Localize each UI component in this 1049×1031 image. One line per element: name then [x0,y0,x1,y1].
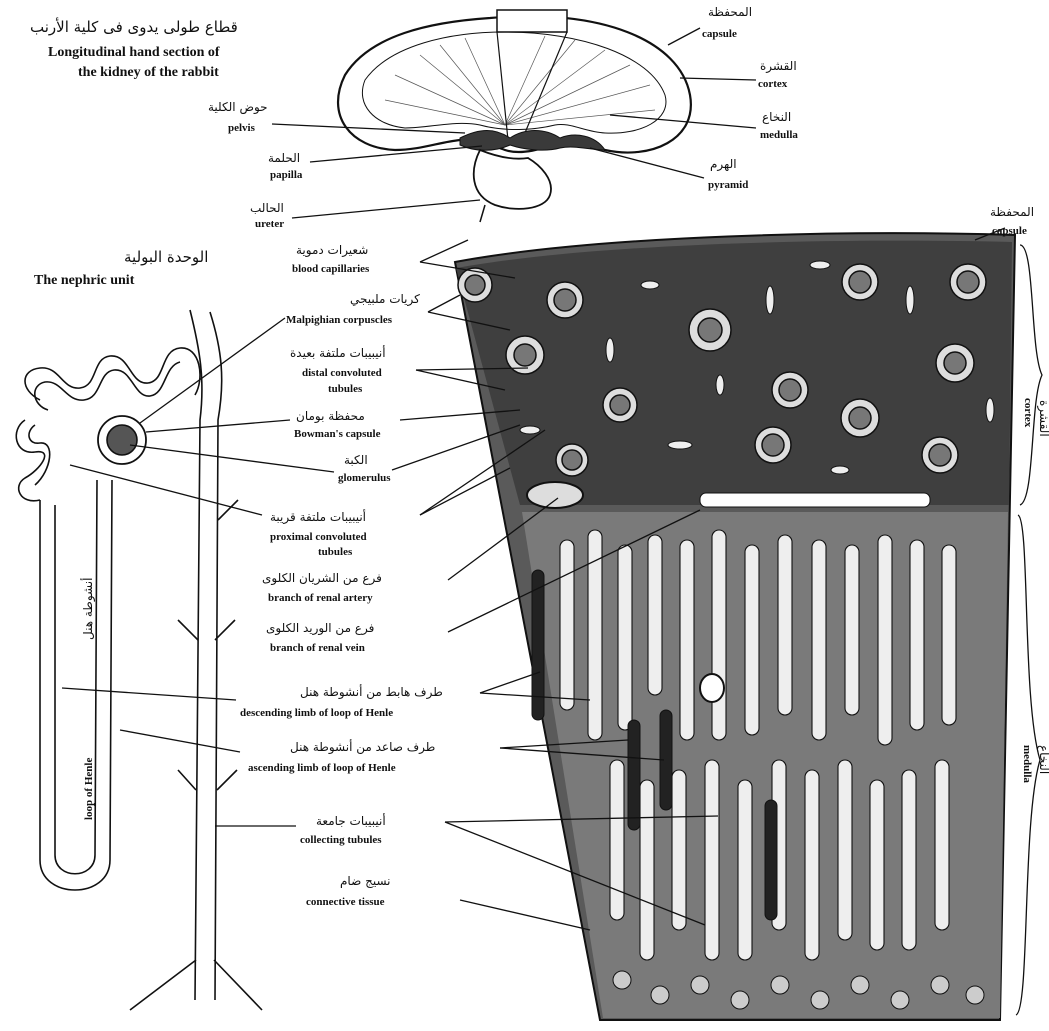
tissue-capsule-label-ar: المحفظة [990,205,1034,219]
bowmans-en: Bowman's capsule [294,428,381,440]
collecting-duct-branch-4 [178,770,196,790]
renal-vein-en: branch of renal vein [270,642,365,654]
connective-en: connective tissue [306,896,385,908]
medulla-label-en: medulla [760,129,798,141]
malpighian-en: Malpighian corpuscles [286,314,393,326]
distal-en: distal convoluted [302,367,382,379]
loop-label-en: loop of Henle [83,758,95,820]
glomerulus-shape [107,425,137,455]
cortex-bracket [1020,245,1042,505]
proximal-leader-left [70,465,262,515]
distal-ar: أنيبيبات ملتفة بعيدة [290,345,386,360]
collecting-duct-branch-2 [215,620,235,640]
distal-convoluted-coils [16,420,44,501]
kidney-title-en-2: the kidney of the rabbit [78,65,219,80]
collecting-duct-fork-left [130,960,196,1010]
papilla-label-en: papilla [270,169,303,181]
malpighian-ar: كريات ملبيجي [350,292,420,307]
collecting-duct-branch-1 [218,500,238,520]
side-medulla-label-ar: النخاع [1037,745,1049,774]
blood-capillaries-en: blood capillaries [292,263,370,275]
ureter-label-en: ureter [255,218,284,230]
proximal-en: proximal convoluted [270,531,367,543]
kidney-section-drawing [338,10,691,222]
collecting-duct-right [210,312,222,1000]
medulla-leader [610,115,756,128]
malpighian-leader-1 [428,295,460,312]
nephron-drawing [16,310,262,1010]
corticomedullary-band [700,493,930,507]
proximal-ar: أنيبيبات ملتفة قريبة [270,509,366,525]
ureter-tube [480,205,485,222]
descending-en: descending limb of loop of Henle [240,707,393,719]
glomerulus-en: glomerulus [338,472,391,484]
side-cortex-label-ar: القشرة [1036,400,1049,437]
distal-convoluted-coils-inner [29,425,50,485]
blood-capillaries-leader-2 [420,240,468,262]
proximal-convoluted-coils [25,348,200,400]
pelvis-label-en: pelvis [228,122,256,134]
descending-leader-left [62,688,236,700]
collecting-duct-left [190,310,202,1000]
pyramid-leader [590,148,704,178]
cortex-label-en: cortex [758,78,788,90]
capsule-leader [668,28,700,45]
glomerulus-leader-left [130,445,334,472]
medulla-label-ar: النخاع [762,110,791,124]
proximal-convoluted-coils-inner [35,362,180,410]
bowmans-ar: محفظة بومان [296,409,365,424]
nephric-title-ar: الوحدة البولية [124,248,208,266]
ureter-body [474,150,551,209]
kidney-outline [338,16,691,152]
connective-leader [460,900,590,930]
connective-ar: نسيج ضام [340,874,391,888]
nephric-title-en: The nephric unit [34,273,135,288]
ascending-en: ascending limb of loop of Henle [248,762,396,774]
renal-pelvis [460,131,605,151]
collecting-ar: أنيبيبات جامعة [316,813,386,828]
renal-vessel-ring [527,482,583,508]
loop-label-ar: أنشوطة هنل [80,578,96,640]
collecting-duct-branch-5 [217,770,237,790]
papilla-leader [310,146,482,162]
pyramid-label-en: pyramid [708,179,748,191]
side-cortex-label-en: cortex [1022,398,1034,428]
descending-leader-1 [480,672,540,693]
cut-window [497,10,567,32]
kidney-title-ar: قطاع طولى يدوى فى كلية الأرنب [30,17,238,36]
proximal-leader-1 [420,468,510,515]
collecting-duct-branch-3 [178,620,198,640]
side-medulla-label-en: medulla [1021,745,1033,783]
papilla-label-ar: الحلمة [268,151,300,165]
ascending-leader-left [120,730,240,752]
pelvis-label-ar: حوض الكلية [208,100,268,115]
collecting-duct-fork-right [214,960,262,1010]
ureter-leader [292,200,480,218]
renal-vein-ar: فرع من الوريد الكلوى [266,621,374,636]
cut-line-right [522,32,567,140]
capsule-label-ar: المحفظة [708,5,752,19]
renal-artery-en: branch of renal artery [268,592,373,604]
pyramid-label-ar: الهرم [710,157,737,172]
proximal-en-2: tubules [318,546,353,558]
medulla-vessel [700,674,724,702]
ascending-ar: طرف صاعد من أنشوطة هنل [290,739,435,755]
loop-outer [40,480,112,890]
glomerulus-ar: الكبة [344,453,368,467]
cortex-label-ar: القشرة [760,59,797,74]
descending-ar: طرف هابط من أنشوطة هنل [300,684,443,700]
blood-capillaries-ar: شعيرات دموية [296,243,368,258]
ureter-label-ar: الحالب [250,201,284,215]
cortex-leader [680,78,756,80]
kidney-title-en-1: Longitudinal hand section of [48,45,220,60]
capsule-label-en: capsule [702,28,737,40]
collecting-en: collecting tubules [300,834,382,846]
tissue-section-drawing [455,233,1015,1020]
renal-artery-ar: فرع من الشريان الكلوى [262,571,382,586]
medulla-striations [385,36,655,125]
distal-en-2: tubules [328,383,363,395]
